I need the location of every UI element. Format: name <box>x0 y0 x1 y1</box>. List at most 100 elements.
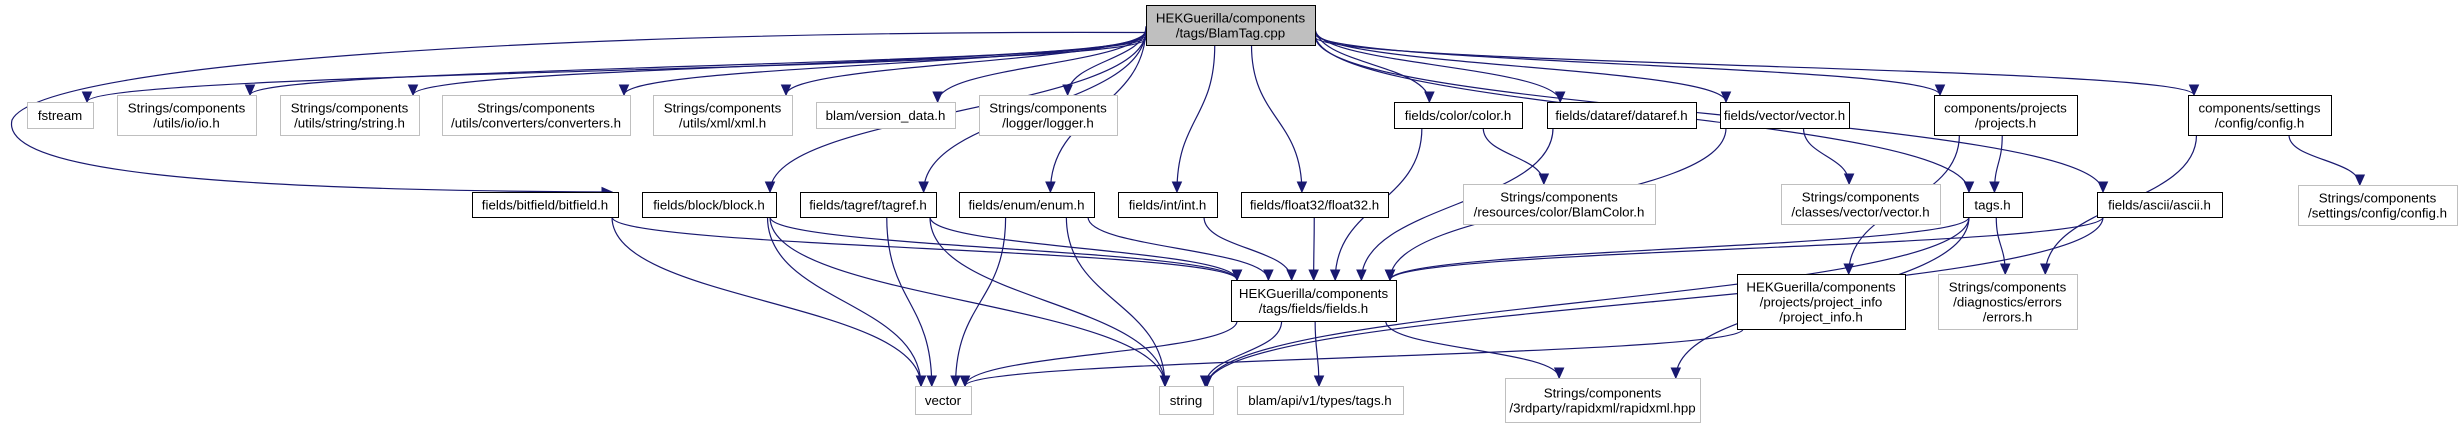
node-label: fields/bitfield/bitfield.h <box>482 198 608 213</box>
node-box <box>27 102 94 129</box>
edge-line <box>1065 216 1166 387</box>
node-root[interactable]: HEKGuerilla/components/tags/BlamTag.cpp <box>1146 5 1316 46</box>
node-label: Strings/components <box>291 101 409 116</box>
edge-root-to-color <box>1314 26 1435 104</box>
edge-line <box>86 38 1147 103</box>
node-box <box>1231 280 1397 322</box>
node-label: fields/color/color.h <box>1405 108 1511 123</box>
edge-root-to-io <box>244 36 1147 97</box>
node-label: Strings/components <box>477 101 595 116</box>
arrowhead-icon <box>81 91 93 104</box>
arrowhead-icon <box>1171 181 1183 194</box>
node-box <box>642 192 777 218</box>
edge-line <box>769 30 1147 193</box>
node-project-info[interactable]: HEKGuerilla/components/projects/project_… <box>1737 274 1906 330</box>
node-tagref[interactable]: fields/tagref/tagref.h <box>800 192 937 218</box>
node-box <box>1463 184 1656 225</box>
node-label: fields/float32/float32.h <box>1250 198 1379 213</box>
arrowhead-icon <box>1308 269 1319 282</box>
edges-layer <box>10 26 2366 388</box>
node-box <box>442 95 631 136</box>
edge-root-to-string_h <box>407 34 1147 97</box>
node-label: /utils/xml/xml.h <box>679 116 766 131</box>
node-blamcolor: Strings/components/resources/color/BlamC… <box>1463 184 1656 225</box>
edge-root-to-xml <box>780 30 1147 97</box>
node-box <box>2188 95 2332 136</box>
edge-line <box>1314 36 2195 96</box>
node-label: fields/vector/vector.h <box>1724 108 1845 123</box>
edge-root-to-version_data <box>932 28 1147 104</box>
edge-config-to-sconfig <box>2288 134 2366 187</box>
arrowhead-icon <box>1356 269 1367 282</box>
arrowhead-icon <box>407 84 419 97</box>
arrowhead-icon <box>915 375 927 388</box>
node-box <box>1547 102 1697 129</box>
edge-line <box>937 28 1147 103</box>
edge-line <box>1206 216 2104 387</box>
node-color[interactable]: fields/color/color.h <box>1394 102 1523 129</box>
node-box <box>1241 192 1389 218</box>
node-bitfield[interactable]: fields/bitfield/bitfield.h <box>472 192 619 218</box>
edge-line <box>954 216 1007 387</box>
edge-root-to-ascii <box>1314 35 2109 194</box>
arrowhead-icon <box>1286 269 1297 282</box>
node-fvector[interactable]: fields/vector/vector.h <box>1720 102 1850 129</box>
node-enum[interactable]: fields/enum/enum.h <box>959 192 1095 218</box>
arrowhead-icon <box>2097 181 2109 194</box>
node-errors: Strings/components/diagnostics/errors/er… <box>1938 274 2078 330</box>
arrowhead-icon <box>1159 375 1171 388</box>
edge-root-to-logger <box>1062 26 1147 97</box>
node-box <box>1963 192 2023 218</box>
edge-block-to-vector <box>766 216 927 388</box>
node-dataref[interactable]: fields/dataref/dataref.h <box>1547 102 1697 129</box>
node-fields[interactable]: HEKGuerilla/components/tags/fields/field… <box>1231 280 1397 322</box>
node-string: string <box>1159 386 1214 415</box>
node-label: blam/version_data.h <box>826 108 946 123</box>
node-int[interactable]: fields/int/int.h <box>1118 192 1218 218</box>
node-float32[interactable]: fields/float32/float32.h <box>1241 192 1389 218</box>
node-label: /config/config.h <box>2215 116 2304 131</box>
edge-line <box>1250 44 1303 193</box>
edge-fields-to-rapidxml <box>1385 320 1565 380</box>
node-box <box>1159 386 1214 415</box>
node-label: Strings/components <box>989 101 1107 116</box>
node-box <box>1934 95 2078 136</box>
edge-line <box>1314 26 1430 103</box>
node-label: HEKGuerilla/components <box>1746 280 1896 295</box>
node-converters: Strings/components/utils/converters/conv… <box>442 95 631 136</box>
edge-line <box>769 216 1238 281</box>
arrowhead-icon <box>1963 181 1975 194</box>
arrowhead-icon <box>1263 269 1274 282</box>
arrowhead-icon <box>1062 84 1073 97</box>
node-vector: vector <box>915 386 972 415</box>
edge-color-to-blamcolor <box>1482 127 1550 186</box>
arrowhead-icon <box>1199 375 1211 388</box>
node-ascii[interactable]: fields/ascii/ascii.h <box>2097 192 2223 218</box>
node-label: /3rdparty/rapidxml/rapidxml.hpp <box>1509 401 1695 416</box>
edge-float32-to-fields <box>1308 216 1319 282</box>
arrowhead-icon <box>918 181 929 194</box>
node-label: fields/block/block.h <box>653 198 765 213</box>
arrowhead-icon <box>959 375 971 388</box>
arrowhead-icon <box>2040 263 2051 276</box>
arrowhead-icon <box>780 84 792 97</box>
node-label: /settings/config/config.h <box>2308 206 2447 221</box>
node-config[interactable]: components/settings/config/config.h <box>2188 95 2332 136</box>
edge-line <box>1314 35 2104 193</box>
edge-root-to-int <box>1171 44 1216 194</box>
node-apitags: blam/api/v1/types/tags.h <box>1237 386 1404 415</box>
node-projects[interactable]: components/projects/projects.h <box>1934 95 2078 136</box>
node-tags[interactable]: tags.h <box>1963 192 2023 218</box>
node-label: /tags/fields/fields.h <box>1259 301 1368 316</box>
edge-fvector-to-cvector <box>1802 127 1855 186</box>
node-label: /diagnostics/errors <box>1953 295 2062 310</box>
node-label: fields/dataref/dataref.h <box>1555 108 1687 123</box>
arrowhead-icon <box>1384 269 1396 282</box>
node-block[interactable]: fields/block/block.h <box>642 192 777 218</box>
edge-root-to-dataref <box>1314 28 1566 104</box>
node-box <box>800 192 937 218</box>
edge-line <box>785 30 1147 96</box>
node-box <box>1505 378 1701 423</box>
node-label: Strings/components <box>1544 386 1662 401</box>
